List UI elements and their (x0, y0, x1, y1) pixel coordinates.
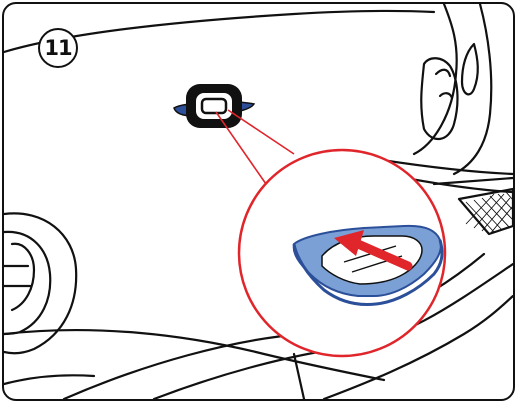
seat-belt-guide-clip-icon (174, 84, 254, 128)
callout-magnifier (239, 150, 445, 356)
line-art (4, 4, 513, 399)
step-number-badge: 11 (38, 28, 78, 68)
